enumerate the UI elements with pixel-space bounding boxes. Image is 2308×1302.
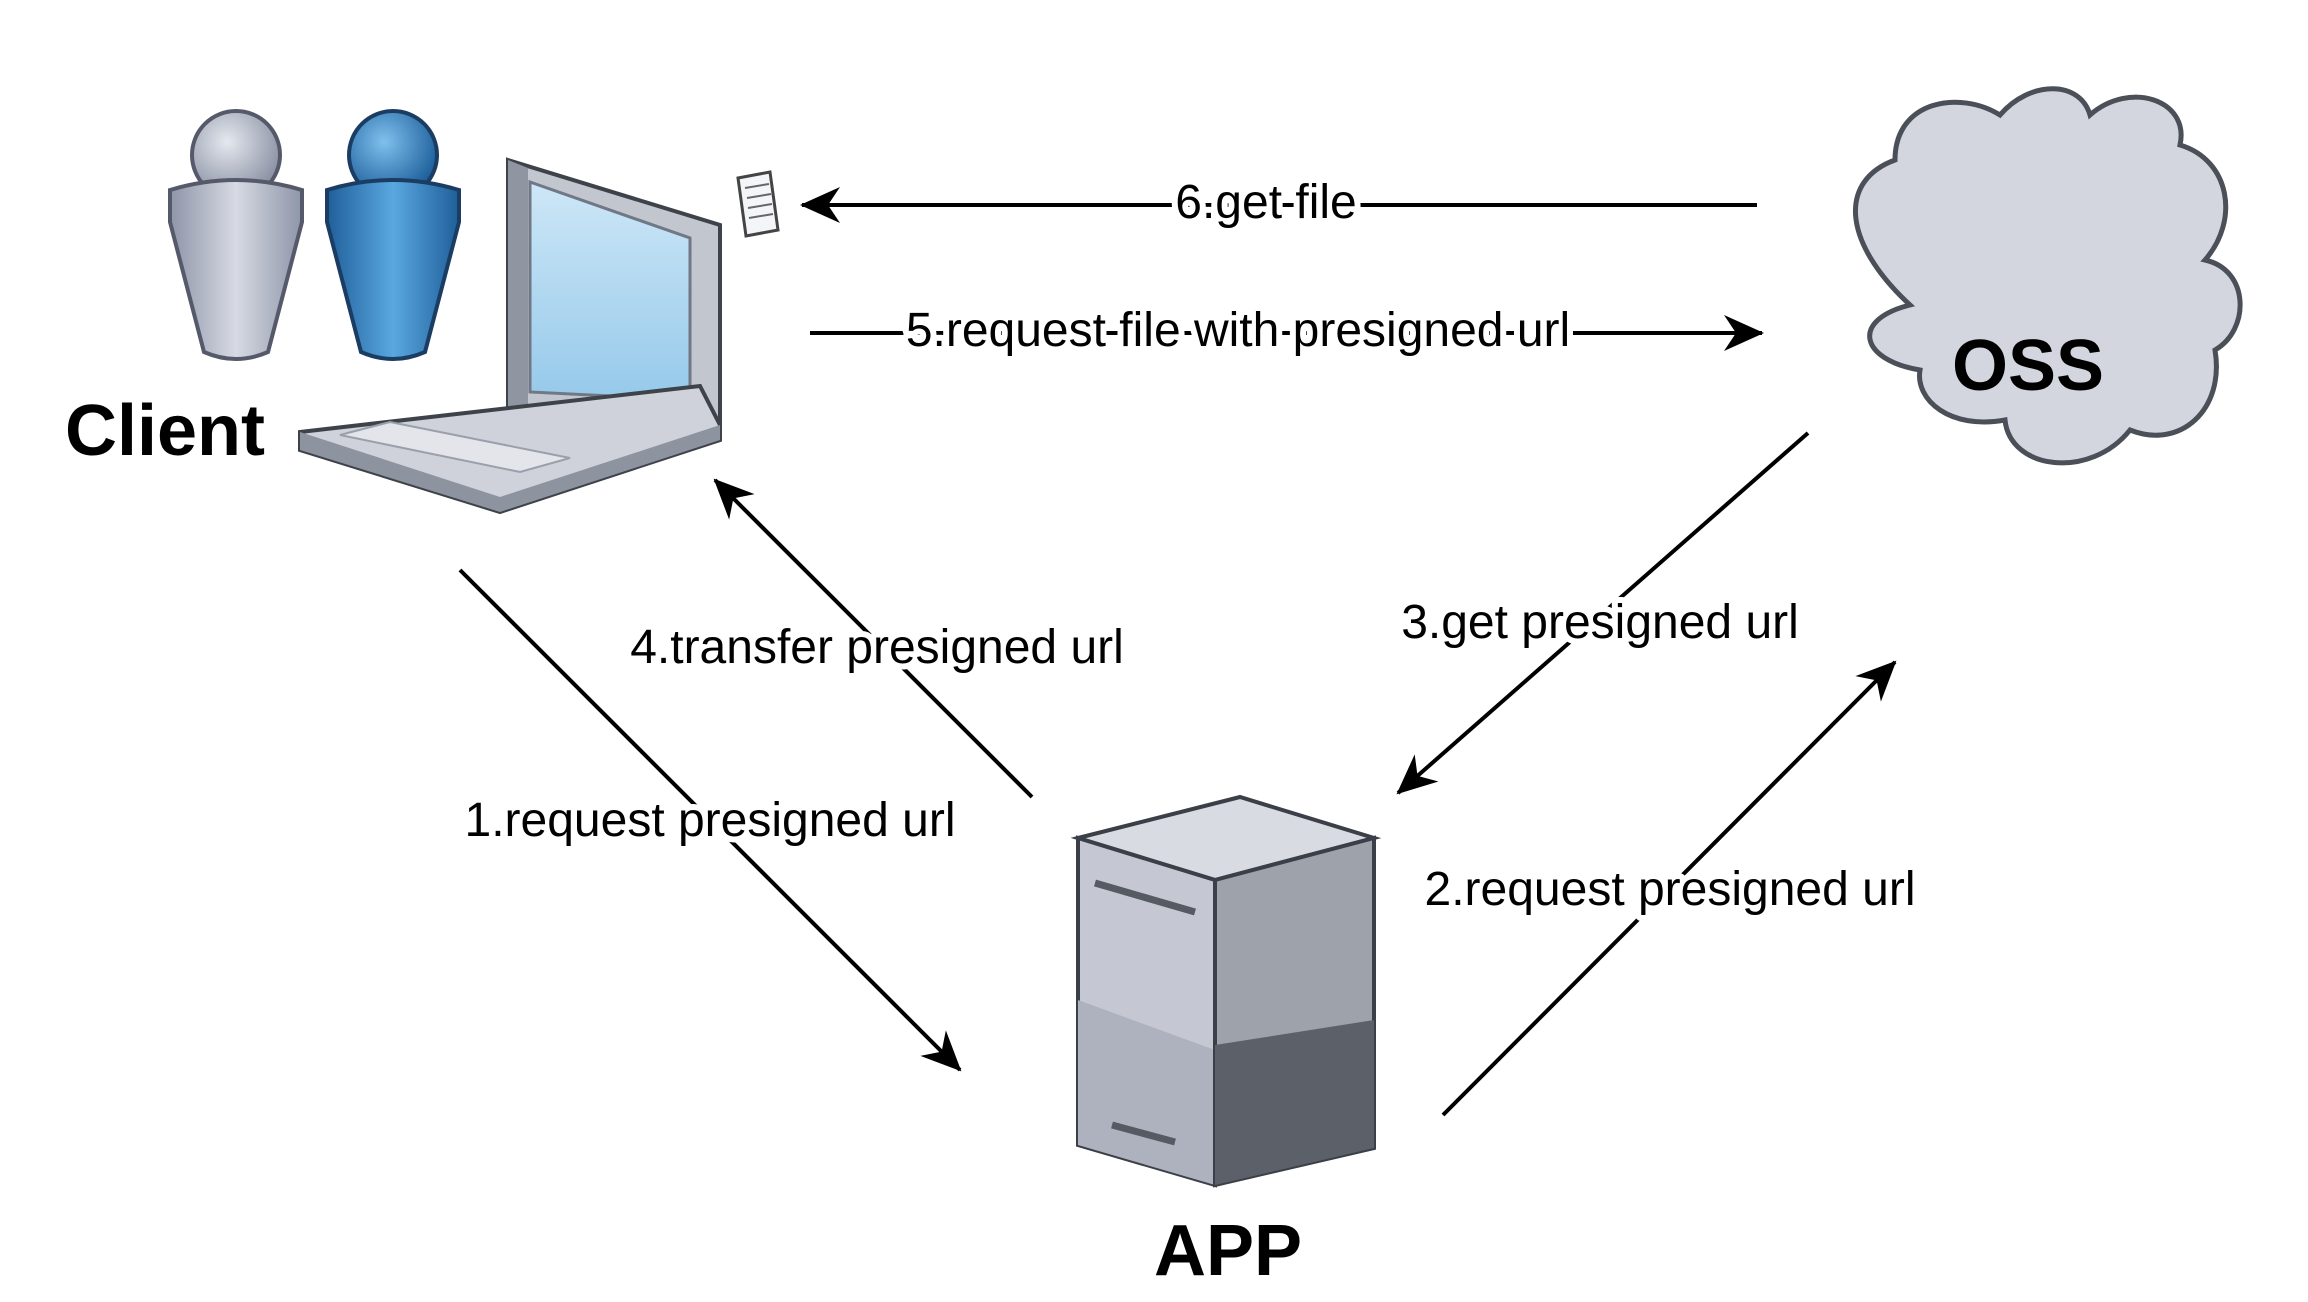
- edge-3: 3.get presigned url: [1395, 431, 1810, 795]
- edge-label-1: 1.request presigned url: [465, 794, 956, 847]
- edge-label-6: 6.get file: [1175, 176, 1356, 229]
- edge-6: 6.get file: [800, 170, 1757, 235]
- edge-label-3: 3.get presigned url: [1401, 596, 1799, 649]
- edge-4: 4.transfer presigned url: [624, 478, 1130, 799]
- node-label-oss: OSS: [1952, 326, 2104, 406]
- edge-2: 2.request presigned url: [1419, 660, 1921, 1117]
- edge-1: 1.request presigned url: [459, 568, 961, 1072]
- laptop-icon: [298, 157, 722, 515]
- user-gray-icon: [168, 109, 304, 361]
- edge-label-4: 4.transfer presigned url: [630, 621, 1124, 674]
- edge-label-5: 5.request file with presigned url: [906, 304, 1570, 357]
- node-label-app: APP: [1154, 1211, 1302, 1291]
- document-icon: [736, 170, 780, 238]
- server-icon: [1070, 794, 1382, 1188]
- users-icon: [168, 109, 461, 361]
- edge-5: 5.request file with presigned url: [810, 298, 1764, 363]
- edge-label-2: 2.request presigned url: [1425, 863, 1916, 916]
- cloud-icon: [1852, 86, 2243, 466]
- node-label-client: Client: [65, 391, 265, 471]
- user-blue-icon: [325, 109, 461, 361]
